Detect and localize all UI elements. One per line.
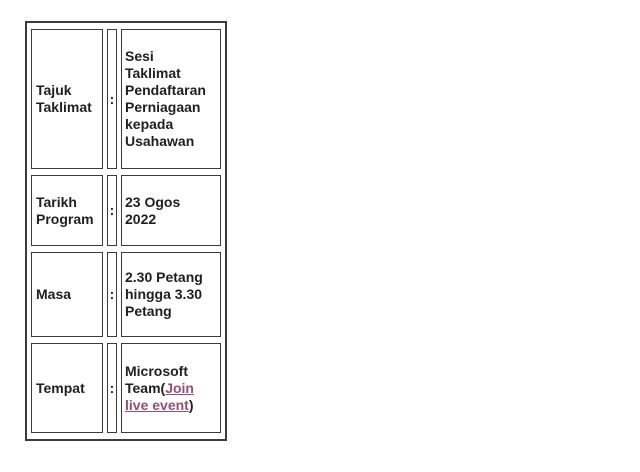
label-tajuk-taklimat: Tajuk Taklimat (31, 29, 103, 169)
value-tajuk-taklimat: Sesi Taklimat Pendaftaran Perniagaan kep… (121, 29, 221, 169)
tempat-value-prefix: Microsoft Team( (125, 362, 188, 396)
table-row-tajuk-taklimat: Tajuk Taklimat : Sesi Taklimat Pendaftar… (31, 29, 221, 169)
table-row-tarikh-program: Tarikh Program : 23 Ogos 2022 (31, 175, 221, 246)
separator-colon: : (107, 175, 117, 246)
label-tempat: Tempat (31, 343, 103, 433)
separator-colon: : (107, 252, 117, 337)
table-row-tempat: Tempat : Microsoft Team(Join live event) (31, 343, 221, 433)
label-tarikh-program: Tarikh Program (31, 175, 103, 246)
value-tempat: Microsoft Team(Join live event) (121, 343, 221, 433)
briefing-details-table: Tajuk Taklimat : Sesi Taklimat Pendaftar… (25, 21, 227, 441)
value-masa: 2.30 Petang hingga 3.30 Petang (121, 252, 221, 337)
label-masa: Masa (31, 252, 103, 337)
value-tarikh-program: 23 Ogos 2022 (121, 175, 221, 246)
separator-colon: : (107, 29, 117, 169)
separator-colon: : (107, 343, 117, 433)
tempat-value-suffix: ) (188, 396, 194, 413)
table-row-masa: Masa : 2.30 Petang hingga 3.30 Petang (31, 252, 221, 337)
join-live-event-link[interactable]: Join live event (125, 379, 194, 413)
